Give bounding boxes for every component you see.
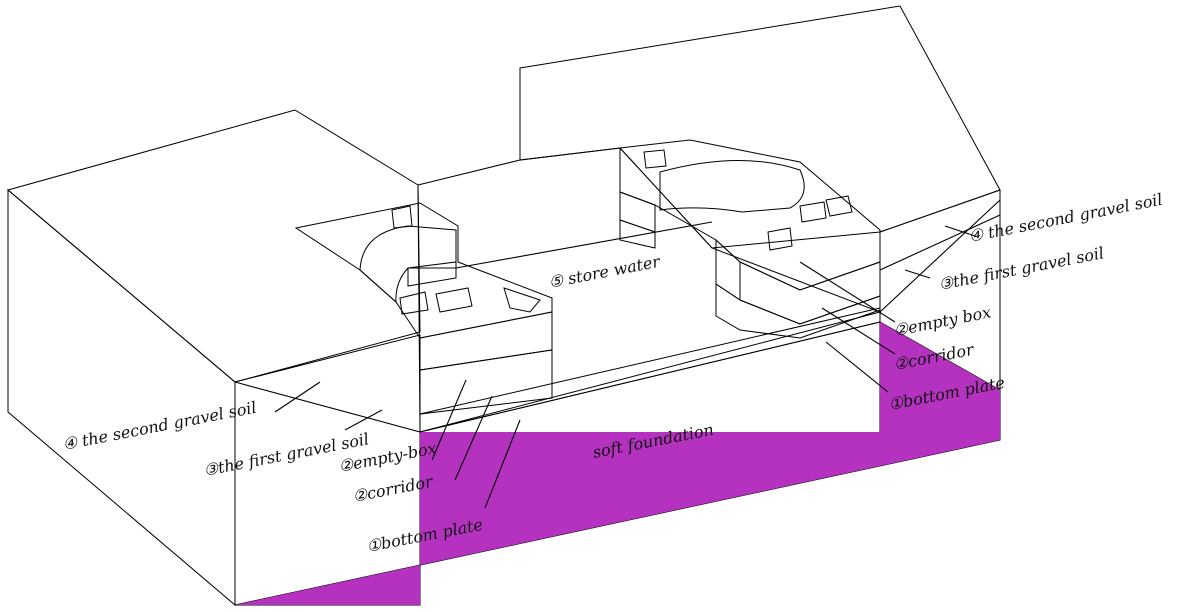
left-gravel-boundary-line [234, 381, 421, 433]
left-caisson-cell-4 [503, 287, 541, 313]
front-face-lower [235, 322, 1000, 605]
water-level-line [455, 221, 713, 269]
left-caisson-cell-1 [391, 205, 413, 229]
right-caisson-curved-wall [659, 159, 805, 213]
leader-left-second-gravel [274, 381, 321, 413]
label-left-second-gravel-soil: ④ the second gravel soil [61, 398, 258, 454]
right-soil-top-face [519, 5, 1001, 249]
right-caisson-side-face [715, 238, 741, 301]
right-caisson-cell-2 [767, 227, 793, 251]
label-right-first-gravel-soil: ③the first gravel soil [937, 243, 1105, 294]
left-caisson-corridor-face [419, 349, 553, 415]
label-store-water: ⑤ store water [547, 252, 663, 292]
leader-right-corridor [821, 307, 896, 355]
leader-right-empty-box [799, 261, 896, 323]
left-caisson-top [294, 202, 553, 339]
right-caisson-cell-4 [825, 195, 853, 217]
right-gravel-boundary-line-1 [879, 199, 1001, 313]
left-soil-top-face [6, 109, 421, 383]
left-caisson-cell-2 [399, 291, 429, 315]
leader-left-bottom-plate [484, 419, 521, 509]
right-caisson-cell-1 [643, 149, 667, 169]
leader-left-first-gravel [344, 409, 383, 431]
label-right-second-gravel-soil: ④ the second gravel soil [967, 190, 1164, 246]
leader-right-second-gravel [944, 225, 976, 237]
left-caisson-empty-box-face [419, 311, 553, 371]
right-caisson-cell-3 [799, 201, 827, 223]
left-caisson-cell-3 [435, 287, 473, 313]
right-caisson-back-corridor [619, 219, 656, 249]
bottom-plate [419, 307, 881, 433]
leader-right-bottom-plate [825, 341, 889, 393]
leader-right-first-gravel [904, 269, 931, 279]
leader-left-corridor [454, 395, 493, 481]
block-left-side-face [7, 188, 236, 607]
right-caisson-empty-box-face [739, 261, 881, 325]
right-gravel-boundary-line-2 [879, 214, 1001, 271]
front-face-left-part [234, 334, 421, 606]
label-right-empty-box: ②empty box [892, 302, 992, 339]
left-caisson-curved-wall [359, 225, 457, 304]
left-caisson-inner-face [407, 261, 457, 287]
right-caisson-corridor-face [715, 283, 881, 339]
back-water-region [417, 147, 882, 433]
leader-left-empty-box [431, 379, 467, 461]
